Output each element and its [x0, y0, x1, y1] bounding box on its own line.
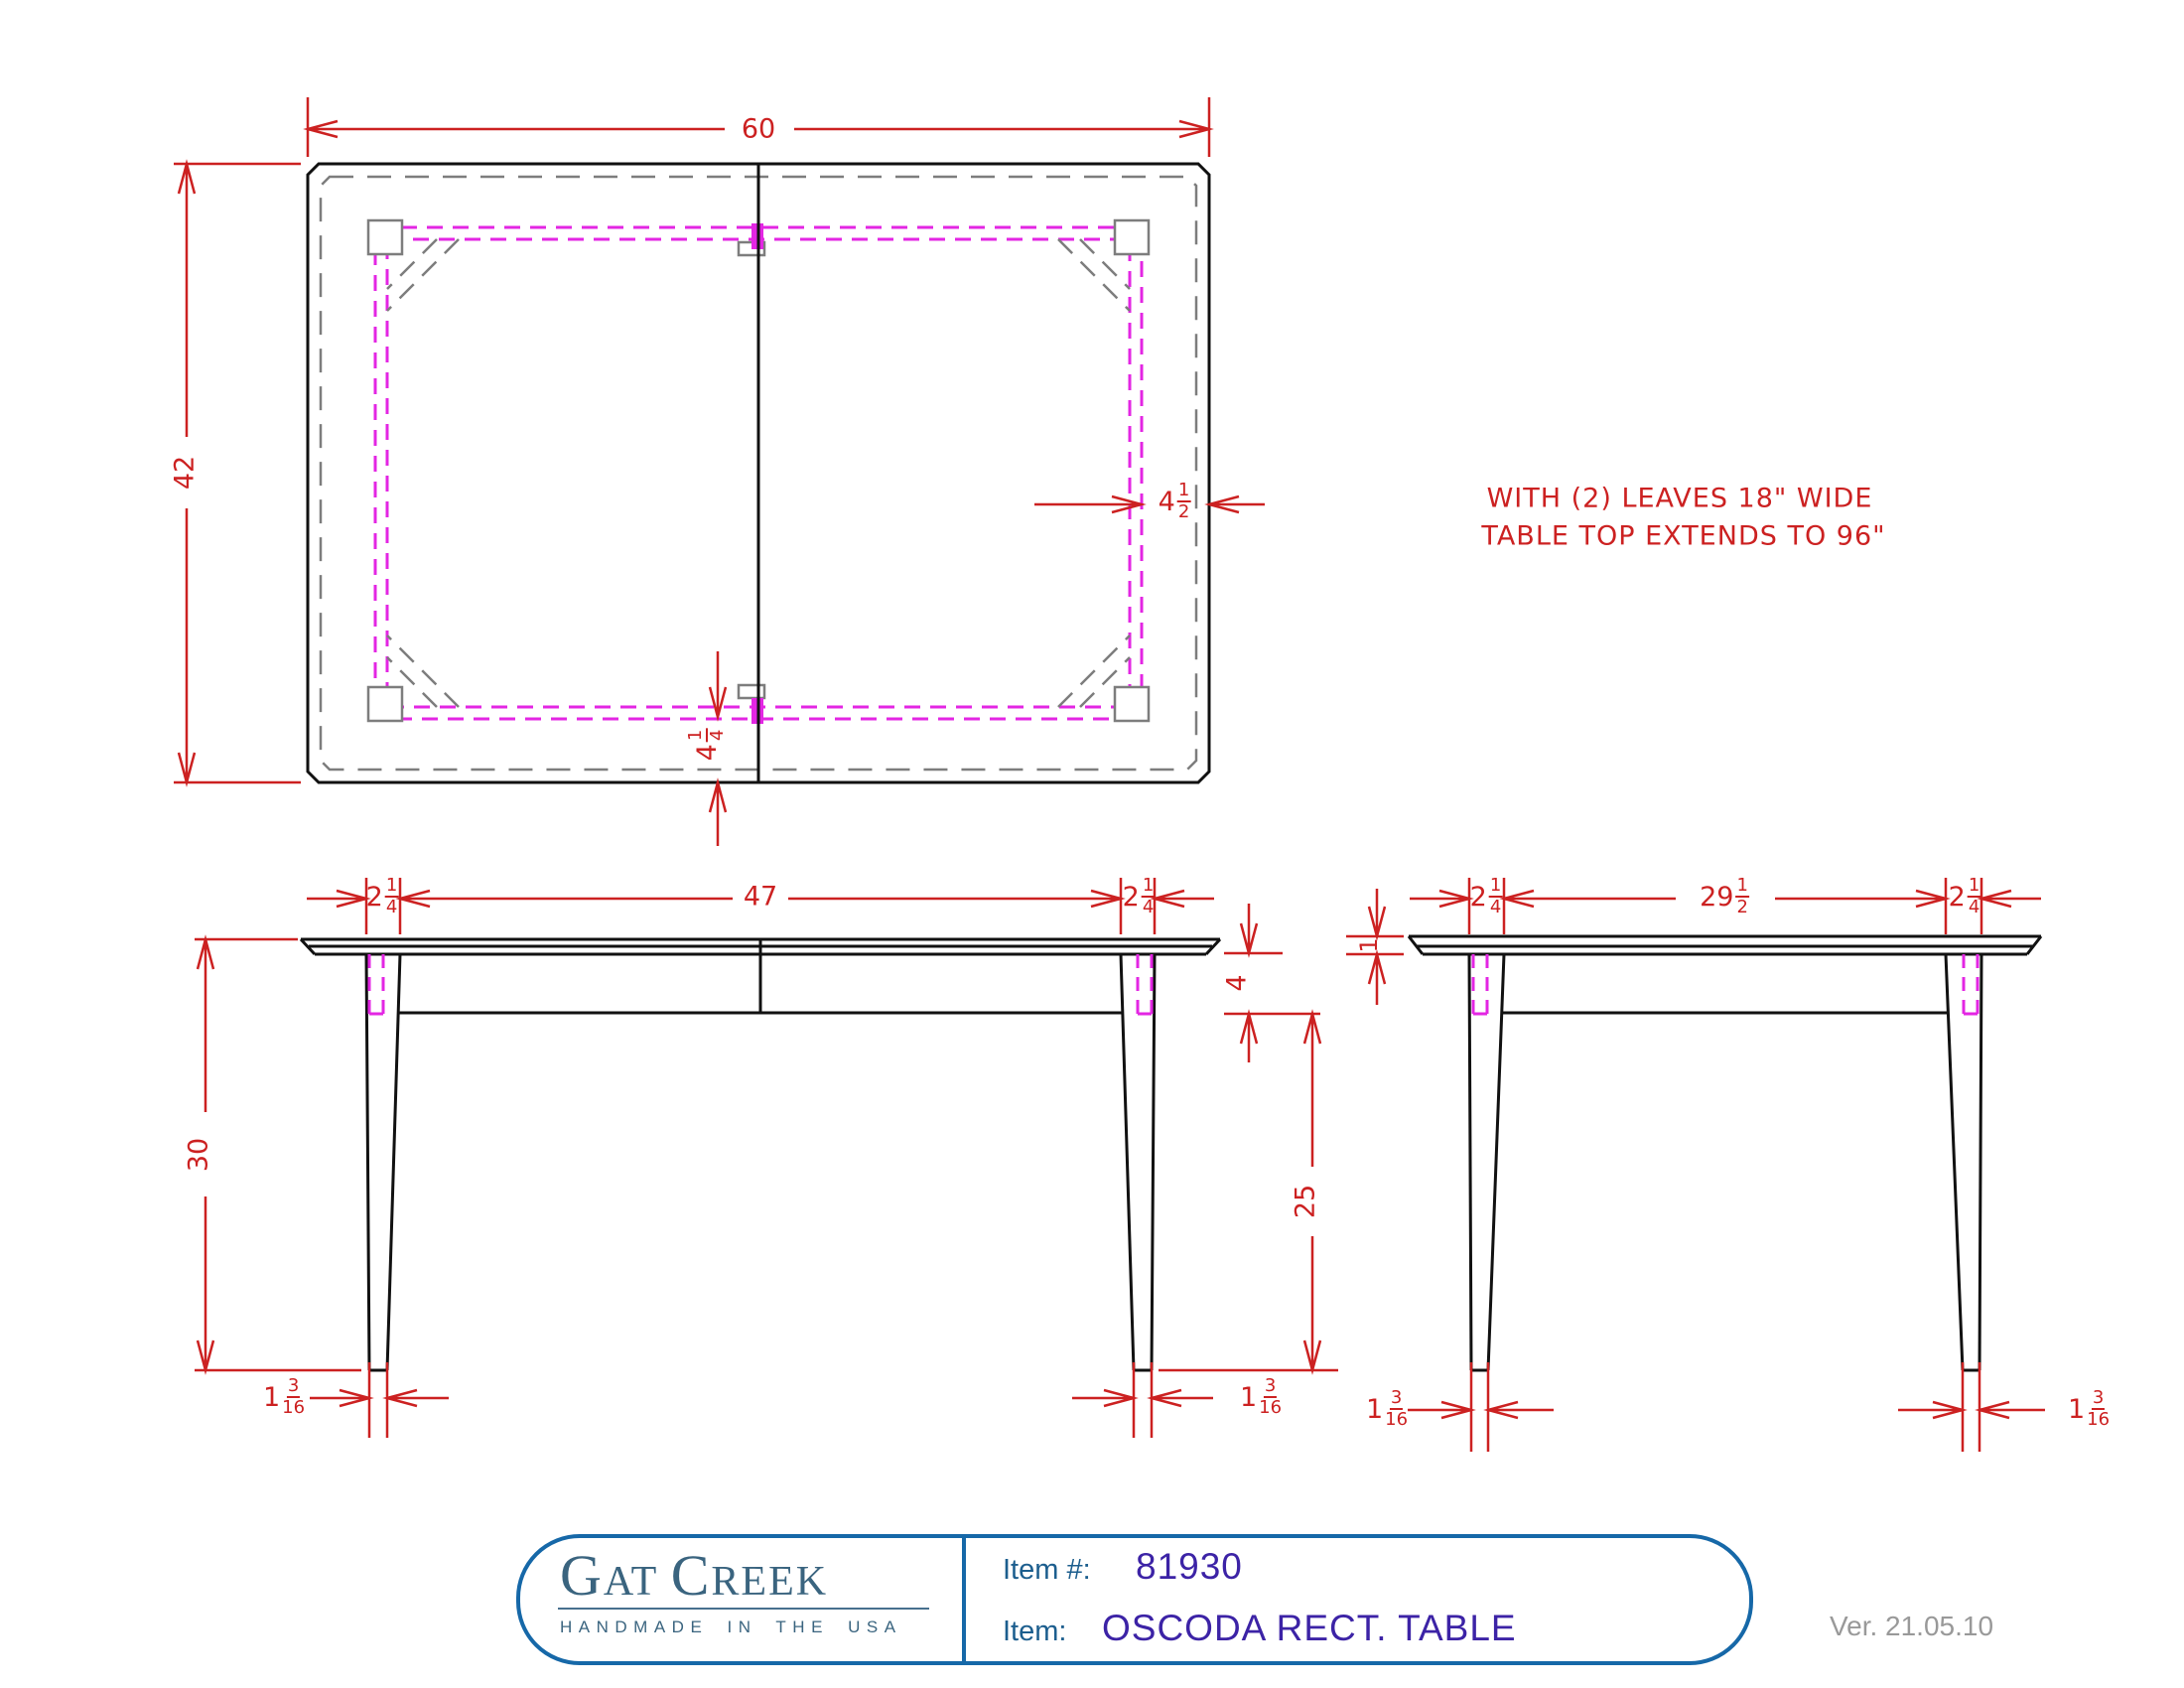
- leaves-note-line1: WITH (2) LEAVES 18" WIDE: [1486, 483, 1873, 514]
- brand-logo: GAT CREEK: [560, 1542, 828, 1609]
- corner-brace-bottom-left: [386, 634, 460, 708]
- leg-block-top-left: [366, 218, 404, 256]
- dim-4-1-2: [1034, 494, 1265, 514]
- title-block: GAT CREEK HANDMADE IN THE USA Item #: 81…: [516, 1534, 1753, 1665]
- title-block-divider: [962, 1538, 966, 1661]
- leg-block-top-right: [1113, 218, 1151, 256]
- brand-word-2: CREEK: [670, 1543, 829, 1608]
- dim-4-1-4: [708, 651, 728, 846]
- tabletop-outline: [306, 162, 1211, 784]
- leaves-note-line2: TABLE TOP EXTENDS TO 96": [1481, 520, 1886, 552]
- item-number-label: Item #:: [1003, 1554, 1091, 1586]
- item-number-value: 81930: [1136, 1546, 1243, 1587]
- side-left-tenon: [1471, 954, 1489, 1016]
- dim-label-apron-height: 4: [1221, 974, 1253, 992]
- dim-label-top-width: 60: [741, 113, 776, 145]
- side-view: [1407, 934, 2043, 1372]
- leg-block-bottom-right: [1113, 685, 1151, 723]
- front-left-tenon: [367, 954, 385, 1016]
- dim-label-top-thickness: 1: [1355, 937, 1383, 953]
- corner-brace-top-right: [1057, 238, 1131, 312]
- side-right-leg: [1944, 953, 1983, 1372]
- dim-front-left-foot: [310, 1362, 449, 1438]
- dim-label-overall-height: 30: [183, 1137, 214, 1173]
- brand-word-1: GAT: [560, 1543, 659, 1608]
- dim-label-front-leg-span: 47: [743, 881, 778, 913]
- front-left-leg: [364, 953, 402, 1372]
- front-tenons: [367, 954, 1154, 1016]
- corner-brace-top-left: [386, 238, 460, 312]
- dim-top-thickness: [1346, 889, 1404, 1005]
- dimension-lines: [174, 97, 2045, 1452]
- dim-60: [303, 97, 1214, 157]
- dim-front-top-row: [307, 878, 1214, 934]
- front-right-leg: [1119, 953, 1157, 1372]
- dim-side-right-foot: [1898, 1362, 2045, 1452]
- brand-rule: [558, 1608, 929, 1610]
- version-text: Ver. 21.05.10: [1830, 1611, 1994, 1641]
- dim-label-top-depth: 42: [169, 455, 201, 491]
- side-tenons: [1471, 954, 1979, 1016]
- dim-42: [174, 159, 301, 787]
- leg-blocks: [366, 218, 1151, 723]
- dim-25: [1159, 1009, 1338, 1375]
- leaf-clip-bottom: [737, 683, 766, 700]
- brand-tagline: HANDMADE IN THE USA: [560, 1618, 902, 1636]
- dim-4-apron: [1224, 904, 1320, 1062]
- side-left-leg: [1467, 953, 1506, 1372]
- dim-side-left-foot: [1408, 1362, 1554, 1452]
- side-right-tenon: [1962, 954, 1979, 1016]
- leg-block-bottom-left: [366, 685, 404, 723]
- front-view: [299, 937, 1222, 1372]
- corner-brace-bottom-right: [1057, 634, 1131, 708]
- top-view: [306, 162, 1211, 784]
- item-name-label: Item:: [1003, 1616, 1067, 1647]
- dim-side-top-row: [1410, 878, 2041, 934]
- dim-30: [195, 934, 361, 1375]
- dim-front-right-foot: [1072, 1362, 1213, 1438]
- front-right-tenon: [1136, 954, 1154, 1016]
- side-tabletop-edge: [1407, 934, 2043, 956]
- item-name-value: OSCODA RECT. TABLE: [1102, 1608, 1517, 1648]
- dim-label-floor-to-apron: 25: [1290, 1184, 1321, 1219]
- corner-braces: [386, 238, 1131, 708]
